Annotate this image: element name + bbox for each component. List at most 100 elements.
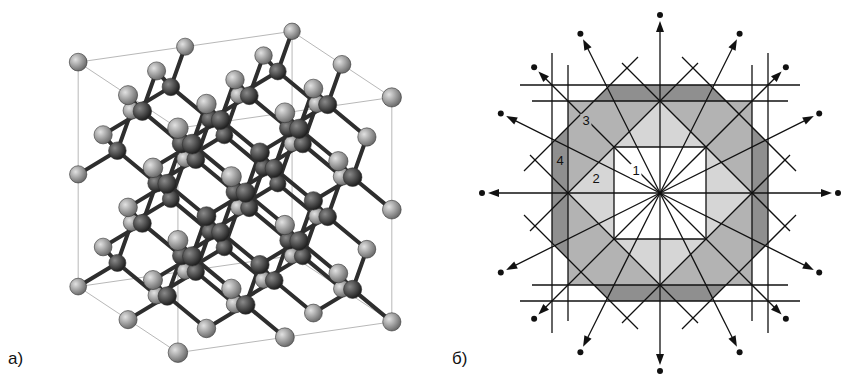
vector-line xyxy=(660,43,735,193)
vector-line xyxy=(659,25,660,193)
vector-arrow xyxy=(479,189,660,197)
atom xyxy=(119,198,138,217)
vector-line xyxy=(659,193,660,361)
atom xyxy=(133,214,151,232)
atom xyxy=(70,166,87,183)
lattice-point xyxy=(577,349,583,355)
atom xyxy=(304,79,323,98)
atom xyxy=(148,62,166,80)
bonds xyxy=(78,31,392,337)
atom xyxy=(109,254,126,271)
vector-arrow xyxy=(531,193,660,322)
atom xyxy=(358,240,376,258)
atom xyxy=(344,280,362,298)
atom xyxy=(240,87,258,105)
arrow-head xyxy=(656,21,664,32)
atom xyxy=(226,71,244,89)
atom xyxy=(168,230,188,250)
atom xyxy=(211,111,230,130)
vector-arrow xyxy=(656,12,664,193)
cube-edges xyxy=(78,31,392,352)
atom xyxy=(382,88,401,107)
atom xyxy=(333,55,351,73)
atom xyxy=(319,95,337,113)
vector-line xyxy=(660,193,810,268)
atom xyxy=(69,53,87,71)
lattice-point xyxy=(783,316,789,322)
lattice-point xyxy=(816,270,822,276)
arrow-head xyxy=(728,39,736,51)
atoms xyxy=(69,23,401,362)
lattice-point xyxy=(479,190,485,196)
cube-edge xyxy=(78,62,178,128)
atom xyxy=(182,134,202,154)
atom xyxy=(251,255,269,273)
atom xyxy=(158,287,176,305)
atom xyxy=(158,174,177,193)
vector-line xyxy=(585,43,660,193)
atom xyxy=(304,192,322,210)
atom xyxy=(269,63,286,80)
atom xyxy=(143,158,163,178)
arrow-head xyxy=(771,71,782,82)
arrow-head xyxy=(506,116,518,124)
atom xyxy=(182,247,201,266)
atom xyxy=(197,207,216,226)
lattice-point xyxy=(783,64,789,70)
vector-arrow xyxy=(656,193,664,374)
atom xyxy=(275,215,294,234)
vector-arrow xyxy=(660,110,822,193)
atom xyxy=(143,271,162,290)
atom xyxy=(270,176,286,192)
atom xyxy=(329,152,348,171)
lattice-point xyxy=(531,64,537,70)
arrow-head xyxy=(506,261,518,269)
arrow-head xyxy=(538,71,549,82)
arrow-head xyxy=(488,189,499,197)
vector-arrow xyxy=(531,64,660,193)
atom xyxy=(133,102,152,121)
zone-number: 3 xyxy=(580,114,591,128)
panel-label: б) xyxy=(452,350,467,369)
atom xyxy=(255,47,272,64)
atom xyxy=(221,167,241,187)
cube-edge xyxy=(292,256,392,322)
vector-line xyxy=(541,193,660,312)
lattice-point xyxy=(816,110,822,116)
atom xyxy=(197,319,216,338)
vector-line xyxy=(492,192,660,193)
vector-line xyxy=(510,118,660,193)
atom xyxy=(383,313,401,331)
atom xyxy=(118,86,137,105)
vector-arrow xyxy=(660,193,789,322)
cube-edge xyxy=(292,31,392,97)
lattice-point xyxy=(737,31,743,37)
atom xyxy=(70,278,87,295)
vector-line xyxy=(541,74,660,193)
vector-arrow xyxy=(498,193,660,276)
lattice-point xyxy=(531,316,537,322)
vector-arrow xyxy=(660,193,822,276)
vector-line xyxy=(660,118,810,193)
arrow-head xyxy=(656,354,664,365)
atom xyxy=(236,295,255,314)
lattice-point xyxy=(657,12,663,18)
atom xyxy=(304,304,322,322)
vector-line xyxy=(585,193,660,343)
atom xyxy=(168,343,188,363)
atom xyxy=(177,38,194,55)
vector-line xyxy=(510,193,660,268)
arrow-head xyxy=(583,335,591,347)
atom xyxy=(382,200,401,219)
arrow-head xyxy=(583,39,591,51)
atom xyxy=(197,94,217,114)
atom xyxy=(329,264,348,283)
vector-arrow xyxy=(660,31,743,193)
atom xyxy=(236,183,255,202)
vector-arrow xyxy=(577,193,660,355)
vector-arrow xyxy=(660,189,841,197)
atom xyxy=(343,168,362,187)
atom xyxy=(265,272,283,290)
panel-label: а) xyxy=(8,350,23,369)
